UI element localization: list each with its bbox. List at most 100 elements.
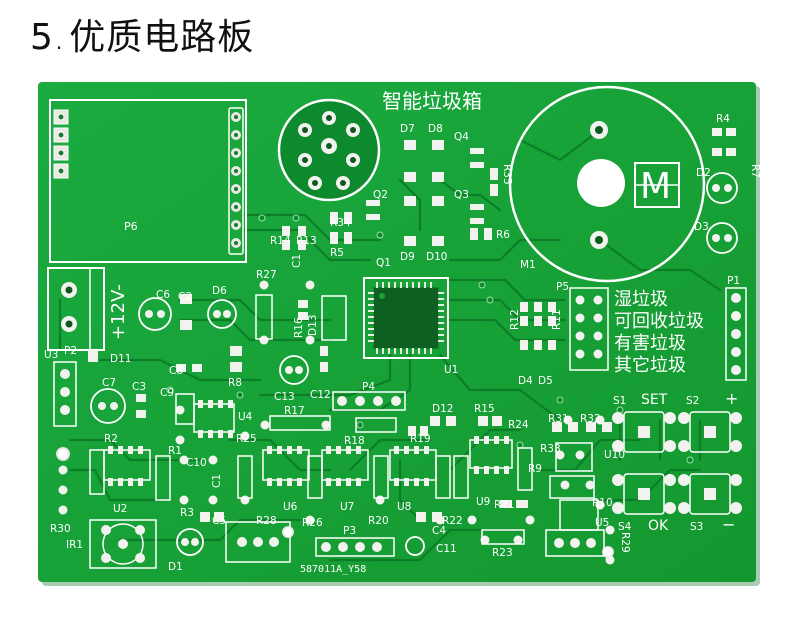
module-p6 bbox=[49, 99, 247, 263]
label-u6: U6 bbox=[283, 501, 298, 513]
label-u4: U4 bbox=[238, 411, 253, 423]
label-r27: R27 bbox=[256, 269, 277, 281]
label-d3: D3 bbox=[694, 221, 709, 233]
label-q1: Q1 bbox=[376, 257, 391, 269]
electrolytic-caps bbox=[90, 172, 738, 556]
category-recyclable: 可回收垃圾 bbox=[614, 311, 704, 332]
label-d6: D6 bbox=[212, 285, 227, 297]
label-c10: C10 bbox=[186, 457, 207, 469]
label-r19: R19 bbox=[410, 433, 431, 445]
label-c7: C7 bbox=[102, 377, 116, 389]
power-label: +12V- bbox=[108, 284, 129, 340]
label-r25: R25 bbox=[236, 433, 257, 445]
category-wet: 湿垃圾 bbox=[614, 289, 668, 310]
label-r35: R35 bbox=[501, 164, 513, 185]
label-c3: C3 bbox=[132, 381, 146, 393]
label-ir1: IR1 bbox=[66, 539, 83, 551]
button-label-minus: − bbox=[722, 515, 735, 534]
label-r28: R28 bbox=[256, 515, 277, 527]
label-r32: R32 bbox=[580, 413, 601, 425]
power-terminal bbox=[47, 267, 105, 351]
label-p2: P2 bbox=[64, 345, 77, 357]
label-p6: P6 bbox=[124, 220, 138, 233]
label-d13: D13 bbox=[307, 315, 319, 336]
label-r26: R26 bbox=[302, 517, 323, 529]
label-r11: R11 bbox=[551, 309, 563, 330]
label-m1: M1 bbox=[520, 259, 536, 271]
label-r12: R12 bbox=[509, 309, 521, 330]
cap-pads bbox=[98, 184, 732, 546]
label-c12: C12 bbox=[310, 389, 331, 401]
label-r23: R23 bbox=[492, 547, 513, 559]
label-u8: U8 bbox=[397, 501, 411, 513]
label-r5: R5 bbox=[330, 247, 344, 259]
category-other: 其它垃圾 bbox=[614, 355, 686, 376]
smd-passive-pads bbox=[88, 128, 736, 522]
label-c5: C5 bbox=[212, 515, 226, 527]
board-serial: 587011A_Y58 bbox=[300, 564, 366, 575]
label-r17: R17 bbox=[284, 405, 305, 417]
label-u7: U7 bbox=[340, 501, 354, 513]
label-r18: R18 bbox=[344, 435, 365, 447]
label-c11: C11 bbox=[436, 543, 457, 555]
silk-outlines bbox=[89, 294, 599, 545]
label-r13: R13 bbox=[296, 235, 317, 247]
label-s4: S4 bbox=[618, 521, 632, 533]
designator-labels: P1 P2 P3 P4 P5 U1 U2 U3 U4 U5 U6 U7 U8 U… bbox=[44, 113, 761, 573]
tactile-switches bbox=[612, 411, 742, 515]
label-r2: R2 bbox=[104, 433, 118, 445]
label-q3: Q3 bbox=[454, 189, 469, 201]
heading-dot: . bbox=[55, 30, 64, 54]
motor-footprint bbox=[508, 85, 706, 283]
label-r31: R31 bbox=[548, 413, 569, 425]
label-c13: C13 bbox=[274, 391, 295, 403]
label-u10: U10 bbox=[604, 449, 625, 461]
label-r3: R3 bbox=[180, 507, 194, 519]
label-s2: S2 bbox=[686, 395, 699, 407]
label-d10: D10 bbox=[426, 251, 447, 263]
pcb-traces bbox=[58, 128, 722, 562]
label-c4: C4 bbox=[432, 525, 446, 537]
label-r16: R16 bbox=[293, 317, 305, 338]
label-u9: U9 bbox=[476, 496, 490, 508]
label-c1: C1 bbox=[211, 474, 223, 488]
label-d1: D1 bbox=[168, 561, 183, 573]
label-d4: D4 bbox=[518, 375, 533, 387]
label-q2: Q2 bbox=[373, 189, 388, 201]
label-d11: D11 bbox=[110, 353, 131, 365]
label-c6: C6 bbox=[156, 289, 170, 301]
label-p3: P3 bbox=[343, 525, 356, 537]
label-s3: S3 bbox=[690, 521, 703, 533]
label-q4: Q4 bbox=[454, 131, 469, 143]
label-c8: C8 bbox=[169, 365, 183, 377]
label-r22: R22 bbox=[442, 515, 463, 527]
board-title: 智能垃圾箱 bbox=[382, 89, 482, 113]
label-c1b: C1 bbox=[291, 254, 303, 268]
label-u2: U2 bbox=[113, 503, 127, 515]
page-heading: 5.优质电路板 bbox=[30, 8, 254, 60]
label-r6: R6 bbox=[496, 229, 510, 241]
label-d5: D5 bbox=[538, 375, 553, 387]
heading-title: 优质电路板 bbox=[69, 17, 255, 58]
label-c9: C9 bbox=[160, 387, 174, 399]
mounting-holes bbox=[56, 447, 614, 558]
label-r1: R1 bbox=[168, 445, 182, 457]
label-r7: R7 bbox=[749, 164, 761, 178]
label-r9: R9 bbox=[528, 463, 542, 475]
label-d2: D2 bbox=[696, 167, 711, 179]
label-u5: U5 bbox=[595, 517, 609, 529]
label-r24: R24 bbox=[508, 419, 529, 431]
pin-headers bbox=[53, 287, 747, 563]
label-d7: D7 bbox=[400, 123, 415, 135]
button-label-ok: OK bbox=[648, 518, 669, 534]
label-r8: R8 bbox=[228, 377, 242, 389]
label-r20: R20 bbox=[368, 515, 389, 527]
label-u1: U1 bbox=[444, 364, 458, 376]
button-label-set: SET bbox=[641, 392, 668, 408]
label-r30: R30 bbox=[50, 523, 71, 535]
label-d12: D12 bbox=[432, 403, 453, 415]
label-r4: R4 bbox=[716, 113, 730, 125]
label-r21: R21 bbox=[494, 499, 515, 511]
category-hazardous: 有害垃圾 bbox=[614, 333, 686, 354]
